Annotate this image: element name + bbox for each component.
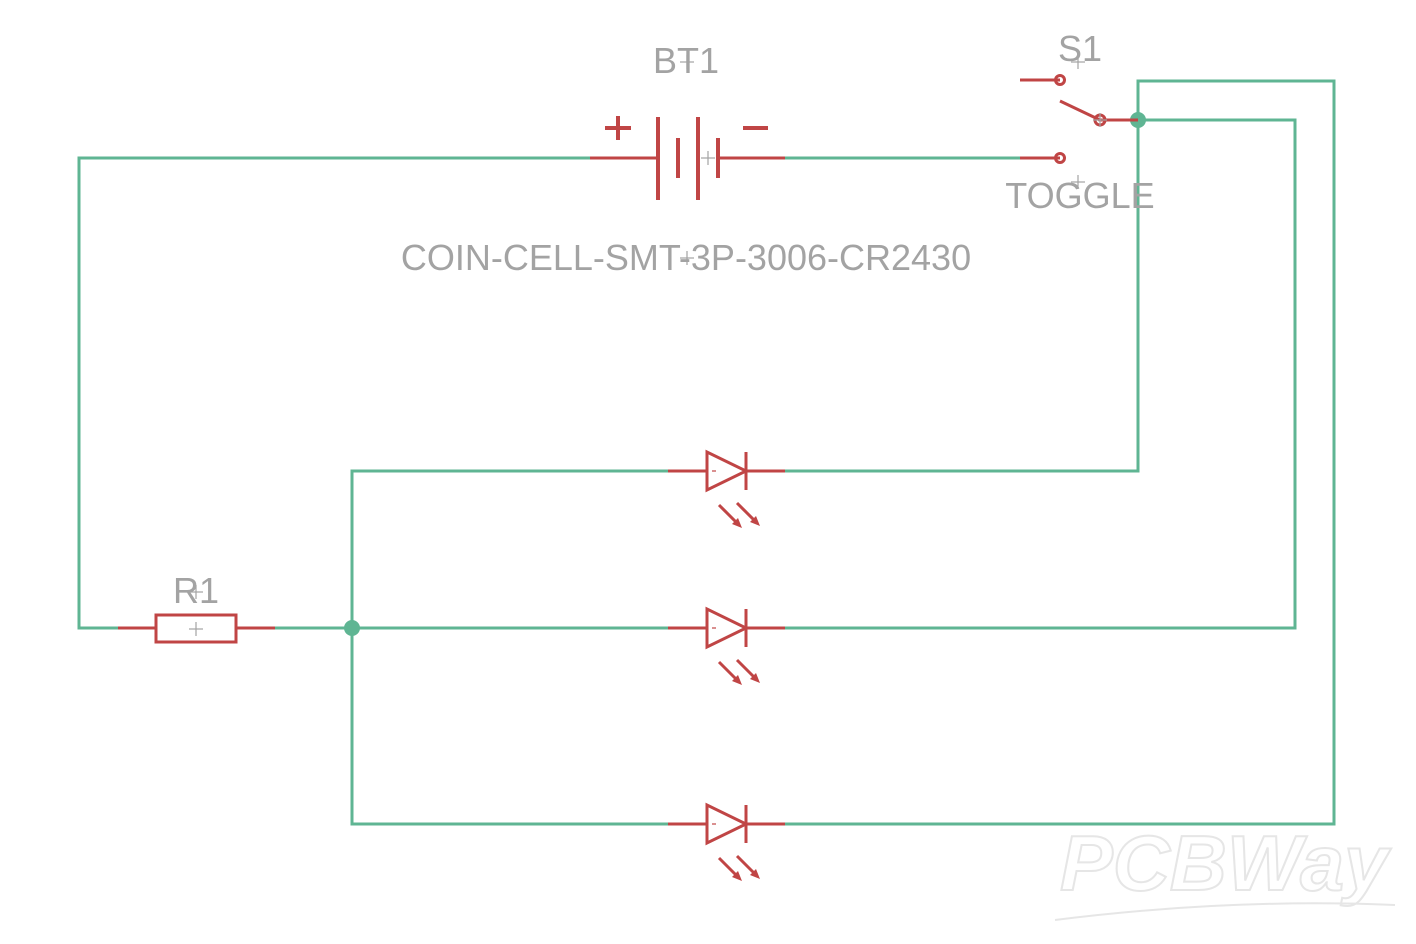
resistor-name-origin-marker	[189, 585, 203, 599]
wire-junction-to-bottom-led	[350, 626, 670, 826]
battery-name-origin-marker	[680, 55, 694, 69]
led-diode-triangle	[705, 449, 750, 493]
switch-value-label: TOGGLE	[1005, 175, 1154, 216]
switch-value-origin-marker	[1071, 175, 1085, 189]
switch-contact-top	[1054, 74, 1066, 86]
pcbway-watermark-logo: PCBWay	[1054, 818, 1396, 921]
watermark-swoosh	[1054, 902, 1396, 921]
switch-contact-bottom	[1054, 152, 1066, 164]
wire-junction-to-top-led	[350, 469, 670, 630]
wire-switch-to-top-led	[783, 118, 1140, 473]
battery-symbol: BT1 COIN-CELL-SMT-3P-3006-CR2430	[401, 40, 971, 278]
resistor-symbol: R1	[118, 570, 275, 644]
led-top	[668, 449, 785, 528]
switch-name-origin-marker	[1071, 55, 1085, 69]
led-light-arrows-icon	[717, 854, 760, 881]
junction-dot-left	[344, 620, 360, 636]
wires	[77, 79, 1336, 826]
switch-lever	[1059, 99, 1101, 122]
resistor-origin-marker	[189, 622, 203, 636]
led-diode-triangle	[705, 606, 750, 650]
switch-name-label: S1	[1058, 28, 1102, 69]
switch-origin-marker	[1093, 113, 1107, 127]
watermark-text: PCBWay	[1060, 819, 1392, 907]
led-diode-triangle	[705, 802, 750, 846]
battery-plus-icon	[605, 116, 631, 140]
wire-switch-to-middle-led	[783, 118, 1297, 630]
switch-symbol: S1 TOGGLE	[1005, 28, 1154, 216]
led-light-arrows-icon	[717, 658, 760, 685]
led-light-arrows-icon	[717, 501, 760, 528]
wire-battery-to-left-rail	[77, 156, 592, 630]
led-bottom	[668, 802, 785, 881]
wire-switch-to-bottom-led	[783, 79, 1336, 826]
led-middle	[668, 606, 785, 685]
battery-name-label: BT1	[653, 40, 719, 81]
battery-value-origin-marker	[680, 251, 694, 265]
battery-origin-marker	[701, 151, 715, 165]
